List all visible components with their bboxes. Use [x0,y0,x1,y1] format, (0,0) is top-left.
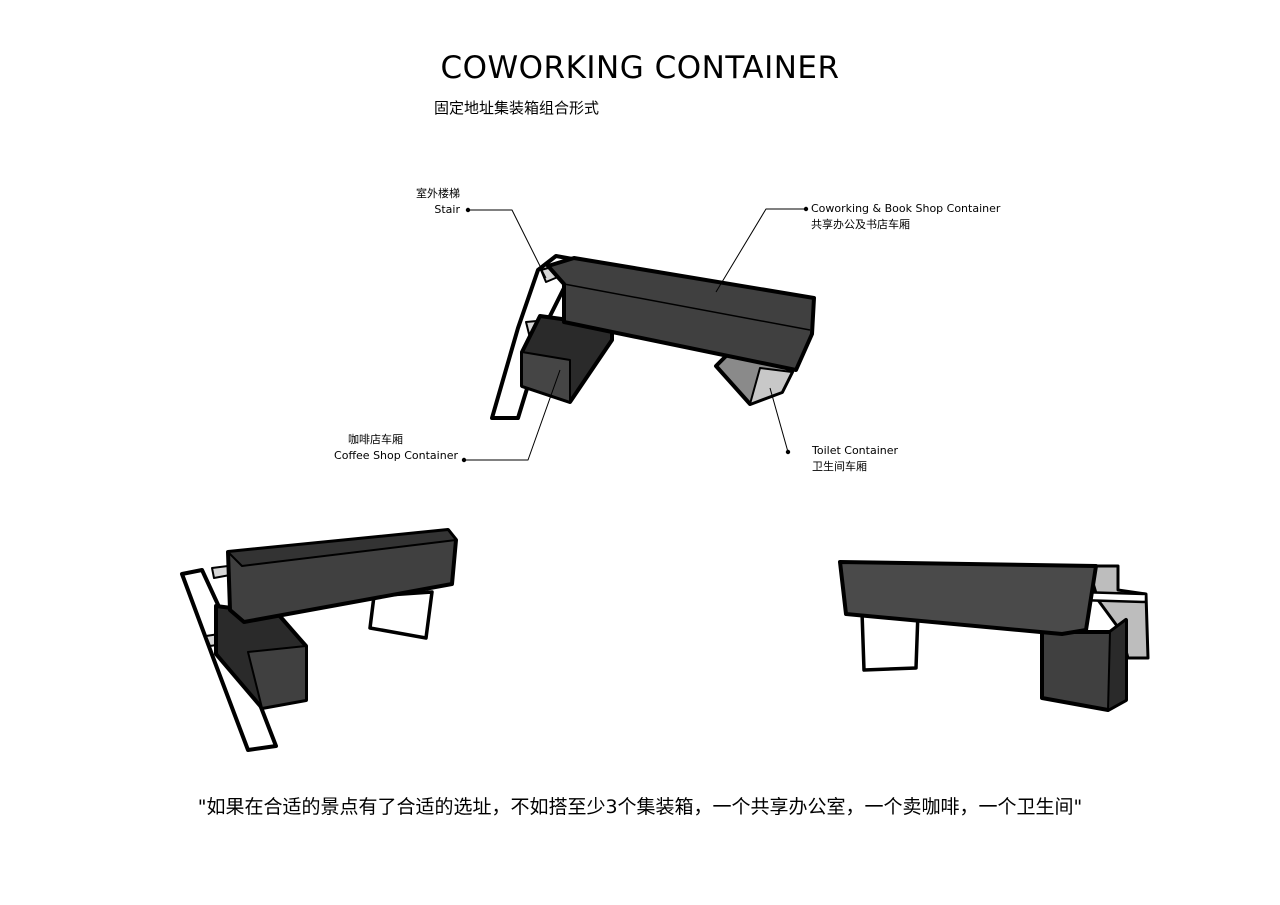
callout-coworking-zh: 共享办公及书店车厢 [811,218,910,231]
page-subtitle: 固定地址集装箱组合形式 [434,99,600,117]
callout-coworking-en: Coworking & Book Shop Container [811,202,1001,215]
callout-stair: 室外楼梯 Stair [380,186,460,218]
right-view-assembly [838,560,1150,712]
callout-stair-en: Stair [434,203,460,216]
coworking-container-shape [546,256,816,372]
callout-toilet-en: Toilet Container [812,444,899,457]
main-assembly [461,206,816,463]
callout-stair-zh: 室外楼梯 [416,187,460,200]
callout-leaders [464,208,806,461]
callout-coffee: 咖啡店车厢 Coffee Shop Container [320,432,458,464]
callout-coffee-en: Coffee Shop Container [334,449,458,462]
callout-toilet: Toilet Container 卫生间车厢 [812,443,898,475]
callout-coffee-zh: 咖啡店车厢 [348,433,403,446]
callout-toilet-zh: 卫生间车厢 [812,460,867,473]
left-view-assembly [180,528,458,752]
coffee-container-shape [520,314,614,404]
page-title: COWORKING CONTAINER [440,50,840,86]
callout-dots [461,206,809,463]
quote-text: "如果在合适的景点有了合适的选址，不如搭至少3个集装箱，一个共享办公室，一个卖咖… [197,796,1083,818]
callout-coworking: Coworking & Book Shop Container 共享办公及书店车… [811,201,1000,233]
